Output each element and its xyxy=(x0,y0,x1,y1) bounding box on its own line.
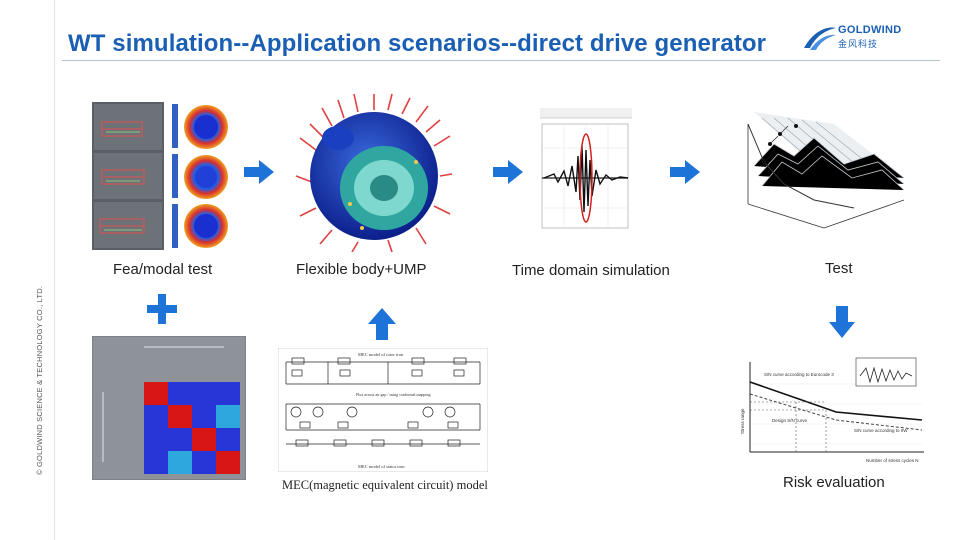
slide-title: WT simulation--Application scenarios--di… xyxy=(68,30,767,57)
sn-curve2-text: Design S/N curve xyxy=(772,418,808,423)
logo-chinese-name: 金风科技 xyxy=(838,39,879,49)
sn-curve-chart: S/N curve according to Eurocode 3 Design… xyxy=(736,354,928,472)
arrow-right-icon xyxy=(244,160,274,184)
flexible-body-label: Flexible body+UMP xyxy=(296,261,427,278)
arrow-right-icon xyxy=(670,160,700,184)
goldwind-logo-icon xyxy=(804,27,836,50)
test-label: Test xyxy=(825,260,853,277)
copyright-note: © GOLDWIND SCIENCE & TECHNOLOGY CO., LTD… xyxy=(35,285,44,475)
test-waterfall-plot xyxy=(747,112,905,229)
fea-modal-label: Fea/modal test xyxy=(113,261,213,278)
sn-ylabel-text: Stress range xyxy=(740,408,745,434)
mec-circuit-diagram: MEC model of rotor iron Flux across air … xyxy=(278,348,488,472)
arrow-right-icon xyxy=(493,160,523,184)
fea-modal-image xyxy=(92,102,240,250)
plus-icon xyxy=(147,294,177,324)
logo-name: GOLDWIND xyxy=(838,24,902,36)
mec-middle-text: Flux across air gap / using conformal ma… xyxy=(356,392,431,397)
sn-xlabel-text: Number of stress cycles N xyxy=(866,458,919,463)
title-underline xyxy=(62,60,940,61)
time-domain-plot xyxy=(540,108,632,232)
mec-top-text: MEC model of rotor iron xyxy=(358,352,404,357)
time-domain-label: Time domain simulation xyxy=(512,262,670,279)
coupling-matrix-image xyxy=(92,336,246,480)
arrow-down-icon xyxy=(829,306,855,338)
left-divider xyxy=(54,0,55,540)
mec-bottom-text: MEC model of stator iron xyxy=(358,464,405,469)
risk-evaluation-label: Risk evaluation xyxy=(783,474,885,491)
generator-model-image xyxy=(295,93,452,252)
mec-model-label: MEC(magnetic equivalent circuit) model xyxy=(282,478,488,492)
arrow-up-icon xyxy=(368,308,396,340)
sn-curve3-text: S/N curve according to IIW xyxy=(854,428,908,433)
sn-curve1-text: S/N curve according to Eurocode 3 xyxy=(764,372,834,377)
